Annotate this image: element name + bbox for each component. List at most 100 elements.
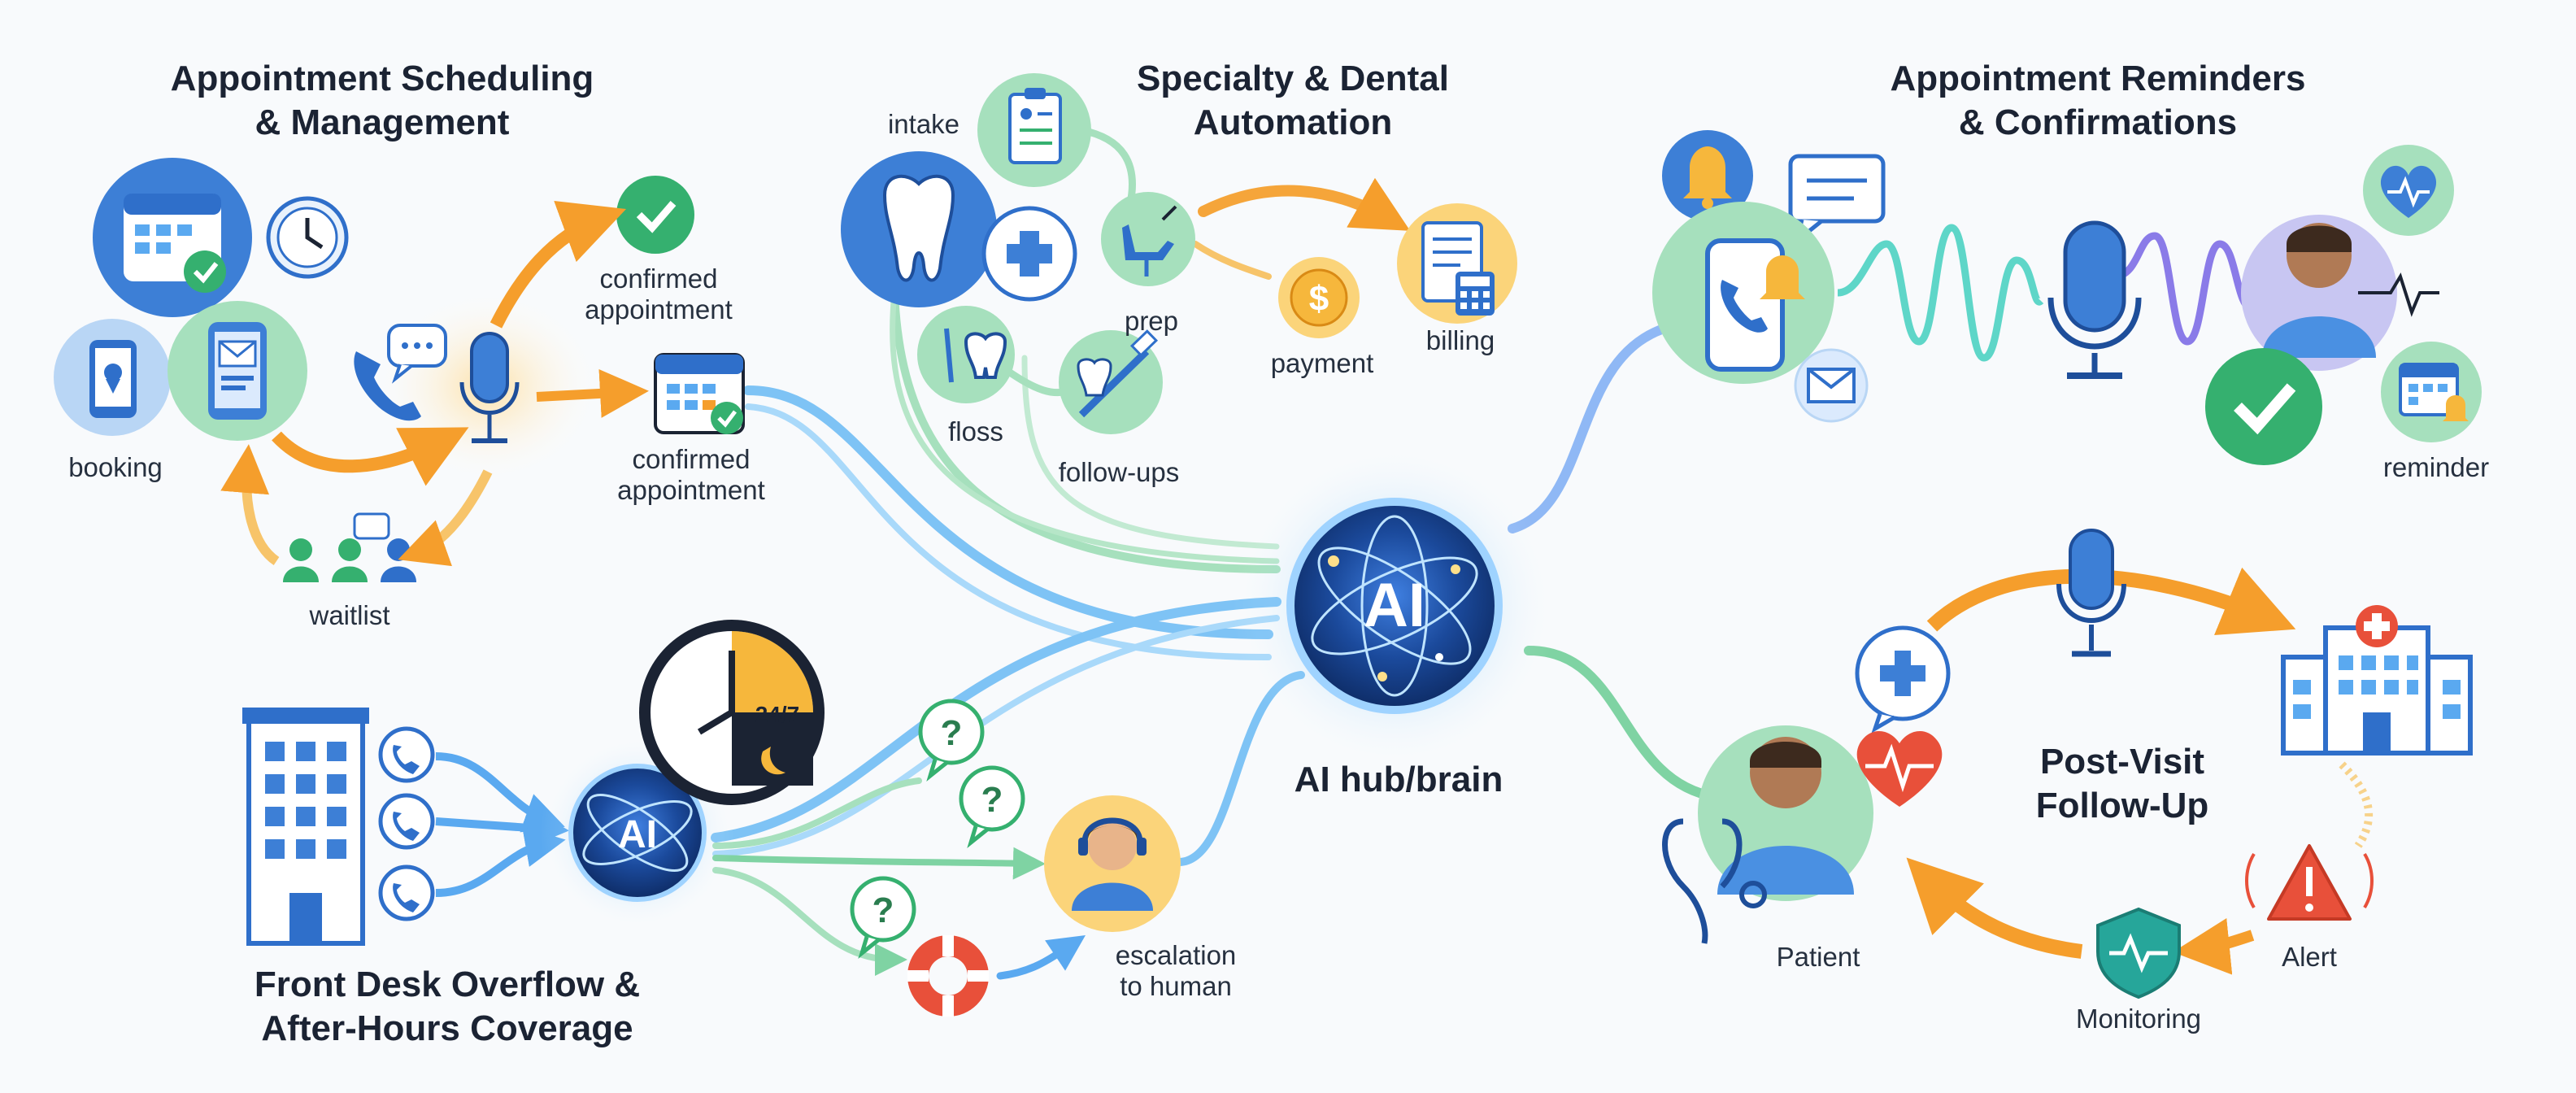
postvisit-title-line1: Post-Visit bbox=[2039, 742, 2205, 782]
arrow-hospital-to-alert bbox=[2339, 761, 2374, 848]
overflow-ai-badge: AI bbox=[618, 813, 657, 856]
overflow-section bbox=[242, 620, 1181, 1017]
flow-hub-to-postvisit bbox=[1524, 646, 1721, 802]
label-followups: follow-ups bbox=[1058, 457, 1180, 487]
medical-cross-icon bbox=[981, 206, 1077, 302]
flow-reminders-to-hub bbox=[1508, 320, 1680, 533]
phone-icon bbox=[354, 351, 421, 421]
scheduling-title: Appointment Scheduling & Management bbox=[98, 57, 667, 145]
label-reminder: reminder bbox=[2382, 452, 2490, 482]
calendar-icon bbox=[2381, 342, 2482, 442]
svg-text:$: $ bbox=[1309, 279, 1329, 319]
phone-icon bbox=[1652, 202, 1834, 384]
question-icon bbox=[850, 876, 916, 959]
scheduling-title-line2: & Management bbox=[255, 102, 510, 142]
phone-icon bbox=[378, 726, 435, 783]
reminders-title-line2: & Confirmations bbox=[1958, 102, 2238, 142]
arrow-alert-to-monitoring bbox=[2173, 917, 2255, 975]
arrow-mic-to-waitlist bbox=[398, 469, 493, 567]
label-floss: floss bbox=[948, 416, 1003, 446]
arrow-booking-to-mic bbox=[272, 427, 469, 486]
arrow-waitlist-to-booking bbox=[220, 444, 280, 565]
scheduling-title-line1: Appointment Scheduling bbox=[170, 59, 594, 98]
question-mark-3: ? bbox=[872, 891, 894, 930]
flow-lifebuoy-to-escalation bbox=[996, 935, 1086, 980]
arrow-monitoring-to-patient bbox=[1906, 857, 2083, 959]
envelope-icon bbox=[1794, 348, 1869, 423]
flow-scheduling-to-hub-2 bbox=[745, 403, 1272, 661]
dental-title-line1: Specialty & Dental bbox=[1137, 59, 1449, 98]
heart-rate-icon bbox=[1856, 730, 1943, 807]
clock-icon bbox=[266, 196, 349, 279]
postvisit-title: Post-Visit Follow-Up bbox=[1952, 740, 2293, 828]
reminders-title-line1: Appointment Reminders bbox=[1890, 59, 2306, 98]
flow-overflow-to-lifebuoy bbox=[712, 867, 907, 976]
doctor-avatar-icon bbox=[1698, 725, 1873, 901]
flow-overflow-to-questions bbox=[712, 777, 922, 849]
flow-intake-to-prep bbox=[1077, 126, 1136, 207]
reminders-title: Appointment Reminders & Confirmations bbox=[1813, 57, 2382, 145]
dental-chair-icon bbox=[1101, 192, 1195, 286]
label-alert: Alert bbox=[2282, 942, 2337, 972]
clipboard-icon bbox=[977, 73, 1091, 187]
checkmark-icon bbox=[616, 176, 694, 254]
clock-icon bbox=[639, 620, 825, 805]
microphone-icon bbox=[2047, 220, 2142, 379]
connectors bbox=[711, 126, 1721, 980]
overflow-title-line2: After-Hours Coverage bbox=[261, 1008, 633, 1048]
building-icon bbox=[242, 708, 369, 946]
lifebuoy-icon bbox=[907, 935, 989, 1017]
flow-prep-to-billing bbox=[1198, 177, 1411, 231]
bell-icon bbox=[1662, 130, 1753, 221]
label-waitlist: waitlist bbox=[309, 600, 390, 630]
floss-icon bbox=[917, 306, 1015, 403]
calendar-check-icon bbox=[93, 158, 252, 317]
chat-bubble-icon bbox=[387, 324, 447, 384]
doctor-avatar-icon bbox=[2241, 215, 2439, 371]
heart-rate-icon bbox=[2363, 145, 2454, 236]
flow-tooth-to-hub bbox=[890, 290, 1280, 564]
label-prep: prep bbox=[1124, 306, 1179, 336]
toothbrush-icon bbox=[1059, 329, 1163, 434]
label-confirmed-bottom: confirmed appointment bbox=[617, 444, 765, 505]
headset-agent-icon bbox=[1044, 795, 1181, 932]
label-booking: booking bbox=[68, 452, 163, 482]
flow-overflow-to-escalation bbox=[712, 847, 1046, 880]
label-billing: billing bbox=[1425, 325, 1495, 355]
label-confirmed-top: confirmed appointment bbox=[585, 263, 733, 324]
phone-icon bbox=[378, 864, 435, 921]
question-icon bbox=[959, 765, 1025, 848]
medical-cross-icon bbox=[1855, 625, 1951, 734]
hospital-icon bbox=[2281, 605, 2473, 756]
phone-location-icon bbox=[54, 319, 171, 436]
people-icon bbox=[283, 512, 416, 582]
hub-ai-badge: AI bbox=[1364, 571, 1425, 640]
question-icon bbox=[918, 699, 985, 782]
arrow-mic-to-calendar bbox=[536, 368, 649, 418]
label-monitoring: Monitoring bbox=[2075, 1004, 2202, 1034]
phone-mail-icon bbox=[168, 301, 307, 441]
label-escalation: escalation to human bbox=[1115, 940, 1237, 1001]
calendar-icon bbox=[654, 353, 745, 434]
postvisit-section bbox=[1662, 529, 2473, 999]
shield-pulse-icon bbox=[2096, 907, 2181, 999]
dental-section: $ bbox=[841, 73, 1517, 434]
checkmark-icon bbox=[2205, 348, 2322, 465]
call-arrows bbox=[435, 752, 569, 897]
reminders-section bbox=[1652, 130, 2482, 465]
label-intake: intake bbox=[887, 109, 960, 139]
hub-label: AI hub/brain bbox=[1294, 760, 1503, 799]
billing-calculator-icon bbox=[1397, 203, 1517, 324]
warning-icon bbox=[2245, 844, 2374, 921]
arrow-mic-to-confirmed bbox=[490, 200, 627, 329]
phone-icon bbox=[378, 793, 435, 850]
flow-dental-to-hub-2 bbox=[1021, 355, 1280, 550]
flow-dental-to-hub bbox=[890, 240, 1281, 573]
label-payment: payment bbox=[1270, 348, 1374, 378]
dental-title-line2: Automation bbox=[1193, 102, 1393, 142]
question-mark-1: ? bbox=[941, 713, 963, 753]
postvisit-title-line2: Follow-Up bbox=[2035, 786, 2209, 825]
flow-prep-to-payment bbox=[1192, 241, 1272, 280]
